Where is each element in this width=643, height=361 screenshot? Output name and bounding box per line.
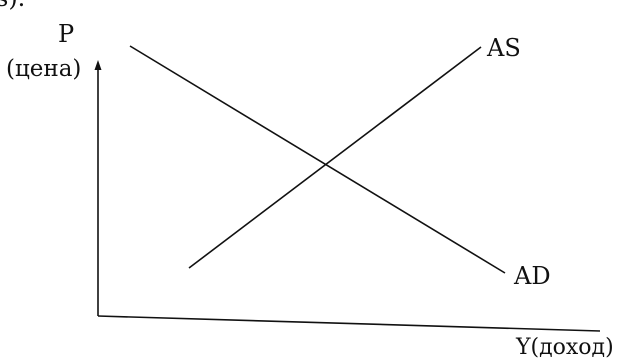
y-axis-label-price: (цена)	[6, 56, 81, 82]
y-axis-arrowhead	[94, 60, 102, 70]
ad-curve-label: AD	[513, 262, 551, 290]
as-curve	[188, 46, 482, 269]
ad-curve	[129, 45, 506, 274]
y-axis-label-p: P	[58, 20, 74, 48]
cropped-header-text: s).	[0, 0, 25, 10]
as-curve-label: AS	[486, 34, 521, 62]
x-axis-label-income: Y(доход)	[515, 335, 614, 360]
x-axis	[97, 315, 601, 332]
